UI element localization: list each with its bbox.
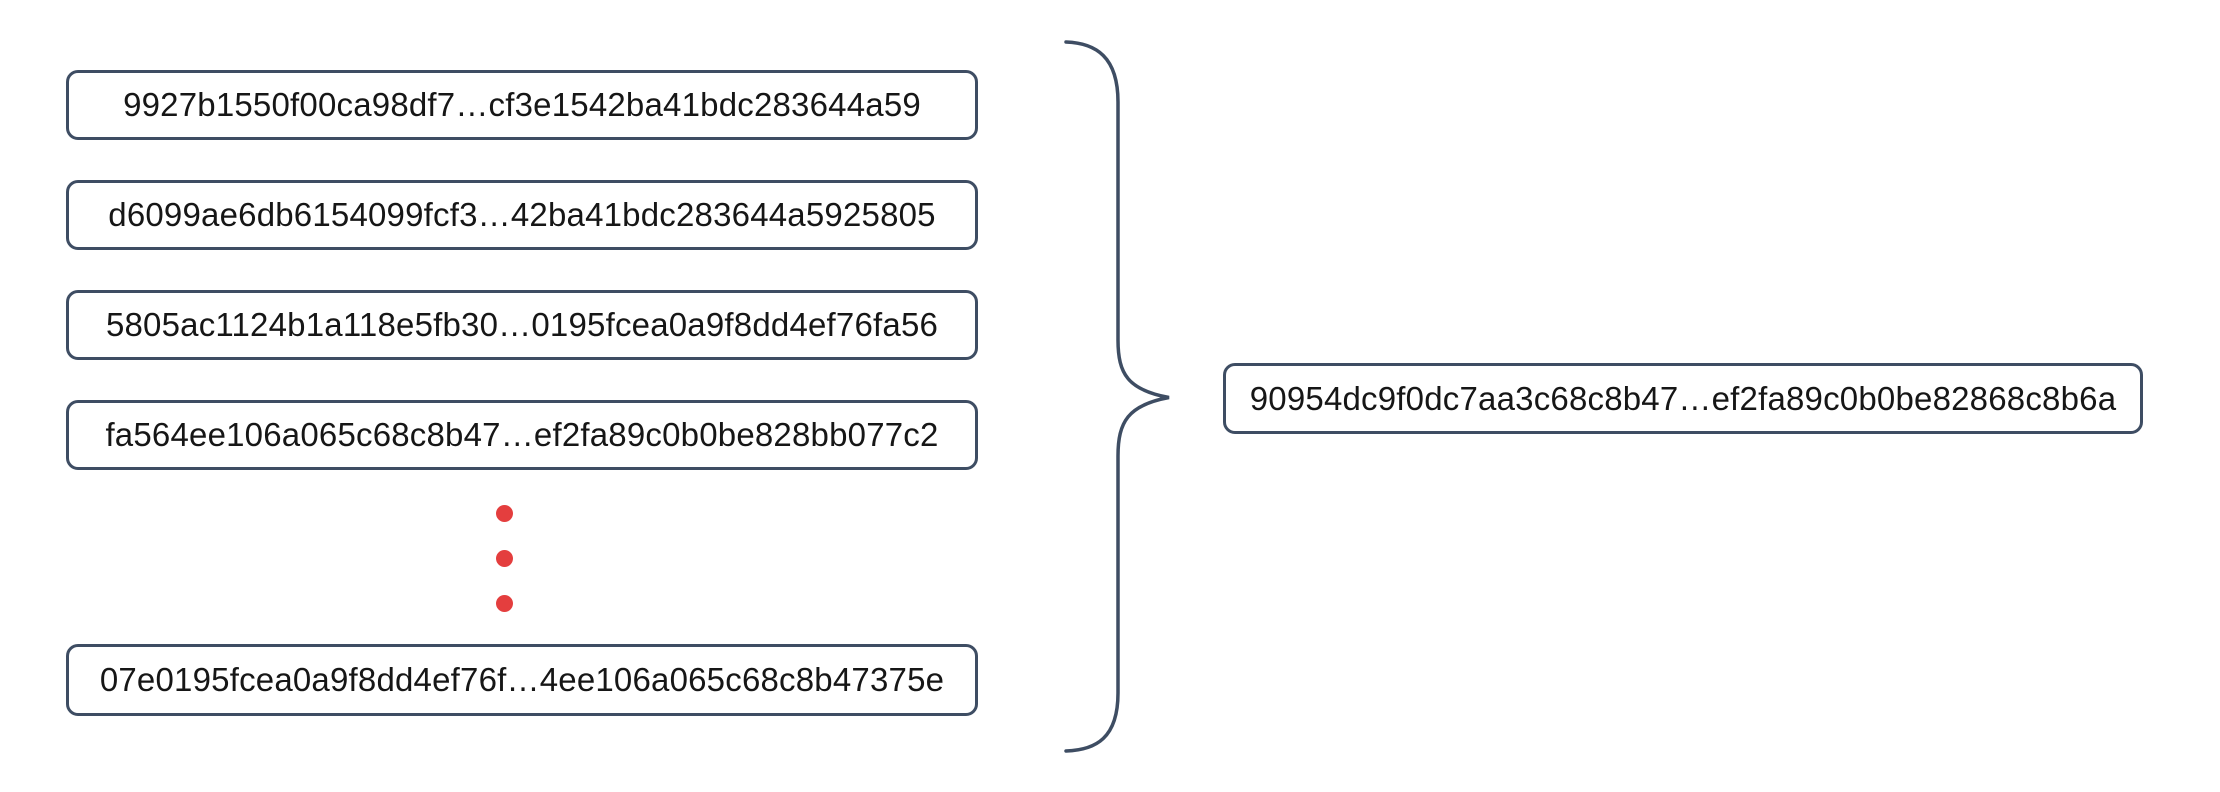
ellipsis-dot-3 <box>496 595 513 612</box>
input-hash-label-5: 07e0195fcea0a9f8dd4ef76f…4ee106a065c68c8… <box>99 661 945 698</box>
input-hash-label-2: d6099ae6db6154099fcf3…42ba41bdc283644a59… <box>108 196 936 233</box>
input-hash-label-3: 5805ac1124b1a118e5fb30…0195fcea0a9f8dd4e… <box>105 306 939 343</box>
ellipsis-dot-1 <box>496 505 513 522</box>
output-hash-label: 90954dc9f0dc7aa3c68c8b47…ef2fa89c0b0be82… <box>1249 379 2117 417</box>
input-hash-box-4: fa564ee106a065c68c8b47…ef2fa89c0b0be828b… <box>66 400 978 470</box>
input-hash-box-2: d6099ae6db6154099fcf3…42ba41bdc283644a59… <box>66 180 978 250</box>
input-hash-label-4: fa564ee106a065c68c8b47…ef2fa89c0b0be828b… <box>105 416 939 453</box>
input-hash-box-5: 07e0195fcea0a9f8dd4ef76f…4ee106a065c68c8… <box>66 644 978 716</box>
input-hash-label-1: 9927b1550f00ca98df7…cf3e1542ba41bdc28364… <box>123 86 921 123</box>
input-hash-box-3: 5805ac1124b1a118e5fb30…0195fcea0a9f8dd4e… <box>66 290 978 360</box>
output-hash-box: 90954dc9f0dc7aa3c68c8b47…ef2fa89c0b0be82… <box>1223 363 2143 434</box>
input-hash-box-1: 9927b1550f00ca98df7…cf3e1542ba41bdc28364… <box>66 70 978 140</box>
ellipsis-dot-2 <box>496 550 513 567</box>
